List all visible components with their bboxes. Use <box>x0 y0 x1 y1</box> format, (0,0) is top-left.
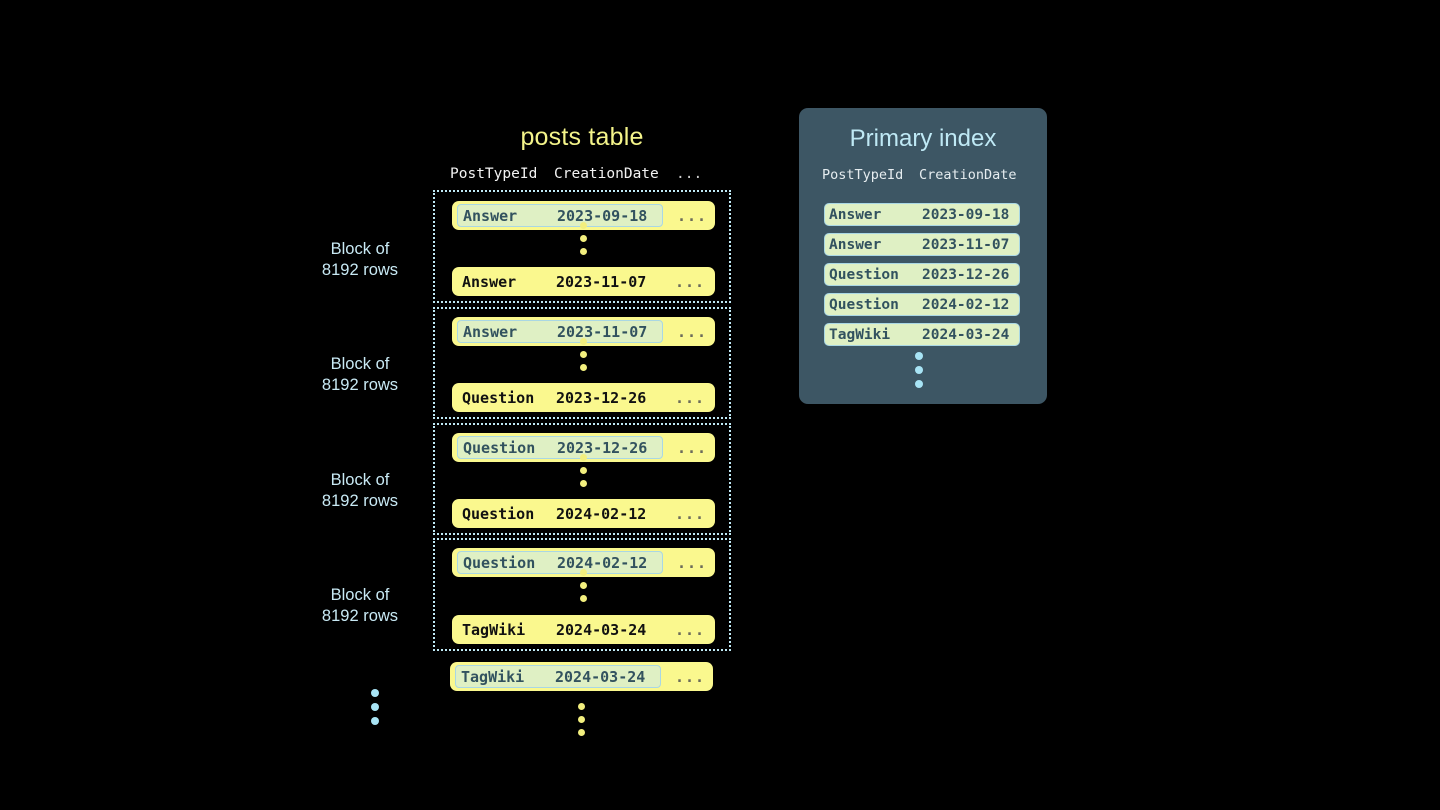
cell-creationdate: 2023-12-26 <box>557 438 648 457</box>
cell-creationdate: 2023-12-26 <box>922 266 1010 283</box>
cell-posttypeid: Answer <box>829 206 882 223</box>
cell-posttypeid: Question <box>462 504 535 523</box>
column-header-more: ... <box>676 166 703 182</box>
cell-more: ... <box>675 504 706 523</box>
block-label-1: Block of 8192 rows <box>300 239 420 281</box>
cell-creationdate: 2024-03-24 <box>555 667 646 686</box>
column-header-creationdate: CreationDate <box>554 166 659 182</box>
row-key-cells: Question 2023-12-26 <box>457 386 661 409</box>
page-title: posts table <box>520 123 644 151</box>
table-row[interactable]: Question 2023-12-26 ... <box>452 433 715 462</box>
table-block-4: Question 2024-02-12 ... TagWiki 2024-03-… <box>433 538 731 651</box>
cell-creationdate: 2024-02-12 <box>922 296 1010 313</box>
cell-posttypeid: Question <box>462 388 535 407</box>
block-label-1-line1: Block of <box>330 240 390 258</box>
row-key-cells: TagWiki 2024-03-24 <box>457 618 661 641</box>
cell-more: ... <box>675 620 706 639</box>
index-row[interactable]: Question 2023-12-26 <box>824 263 1020 286</box>
cell-posttypeid: Question <box>829 296 899 313</box>
cell-posttypeid: Question <box>829 266 899 283</box>
row-key-cells: TagWiki 2024-03-24 <box>455 665 661 688</box>
block-label-2-line1: Block of <box>330 355 390 373</box>
block-label-1-line2: 8192 rows <box>321 261 399 279</box>
row-key-cells: Answer 2023-09-18 <box>457 204 663 227</box>
cell-creationdate: 2023-11-07 <box>557 322 648 341</box>
table-block-1: Answer 2023-09-18 ... Answer 2023-11-07 … <box>433 190 731 303</box>
block-label-2-line2: 8192 rows <box>321 376 399 394</box>
row-key-cells: Answer 2023-11-07 <box>457 270 661 293</box>
cell-creationdate: 2023-12-26 <box>556 388 647 407</box>
index-column-headers: PostTypeId CreationDate <box>822 167 1022 183</box>
blocks-continuation-ellipsis-icon <box>371 689 379 725</box>
cell-creationdate: 2024-03-24 <box>556 620 647 639</box>
column-header-posttypeid: PostTypeId <box>822 167 904 183</box>
cell-creationdate: 2023-09-18 <box>557 206 648 225</box>
block-label-3: Block of 8192 rows <box>300 470 420 512</box>
cell-posttypeid: Answer <box>829 236 882 253</box>
row-key-cells: Answer 2023-11-07 <box>457 320 663 343</box>
table-row[interactable]: TagWiki 2024-03-24 ... <box>452 615 715 644</box>
cell-more: ... <box>677 438 708 457</box>
cell-more: ... <box>675 667 706 686</box>
cell-posttypeid: Answer <box>462 272 517 291</box>
table-row[interactable]: Answer 2023-11-07 ... <box>452 267 715 296</box>
cell-creationdate: 2024-02-12 <box>557 553 648 572</box>
row-ellipsis-icon <box>580 569 587 602</box>
row-ellipsis-icon <box>580 338 587 371</box>
cell-more: ... <box>675 388 706 407</box>
table-row[interactable]: Answer 2023-09-18 ... <box>452 201 715 230</box>
primary-index-panel: Primary index <box>799 108 1047 404</box>
cell-posttypeid: Answer <box>463 206 518 225</box>
row-ellipsis-icon <box>580 222 587 255</box>
block-label-4-line1: Block of <box>330 586 390 604</box>
column-header-posttypeid: PostTypeId <box>450 166 538 182</box>
cell-posttypeid: Question <box>463 553 536 572</box>
cell-more: ... <box>677 322 708 341</box>
index-row[interactable]: Answer 2023-11-07 <box>824 233 1020 256</box>
block-label-4-line2: 8192 rows <box>321 607 399 625</box>
table-block-2: Answer 2023-11-07 ... Question 2023-12-2… <box>433 307 731 419</box>
cell-posttypeid: Question <box>463 438 536 457</box>
row-key-cells: Question 2024-02-12 <box>457 551 663 574</box>
primary-index-title: Primary index <box>849 125 997 152</box>
block-label-2: Block of 8192 rows <box>300 354 420 396</box>
cell-posttypeid: TagWiki <box>461 667 525 686</box>
block-label-3-line1: Block of <box>330 471 390 489</box>
block-label-4: Block of 8192 rows <box>300 585 420 627</box>
index-row[interactable]: Question 2024-02-12 <box>824 293 1020 316</box>
cell-creationdate: 2023-11-07 <box>556 272 647 291</box>
cell-creationdate: 2023-11-07 <box>922 236 1010 253</box>
cell-creationdate: 2024-03-24 <box>922 326 1010 343</box>
table-block-3: Question 2023-12-26 ... Question 2024-02… <box>433 423 731 535</box>
index-row[interactable]: Answer 2023-09-18 <box>824 203 1020 226</box>
block-label-3-line2: 8192 rows <box>321 492 399 510</box>
cell-creationdate: 2023-09-18 <box>922 206 1010 223</box>
index-continuation-ellipsis-icon <box>915 352 923 388</box>
table-continuation-ellipsis-icon <box>578 703 585 736</box>
table-row[interactable]: TagWiki 2024-03-24 ... <box>450 662 713 691</box>
cell-posttypeid: TagWiki <box>462 620 526 639</box>
cell-creationdate: 2024-02-12 <box>556 504 647 523</box>
cell-posttypeid: Answer <box>463 322 518 341</box>
cell-more: ... <box>677 206 708 225</box>
cell-posttypeid: TagWiki <box>829 326 891 343</box>
cell-more: ... <box>675 272 706 291</box>
table-row[interactable]: Question 2024-02-12 ... <box>452 499 715 528</box>
row-key-cells: Question 2023-12-26 <box>457 436 663 459</box>
row-ellipsis-icon <box>580 454 587 487</box>
index-row[interactable]: TagWiki 2024-03-24 <box>824 323 1020 346</box>
row-key-cells: Question 2024-02-12 <box>457 502 661 525</box>
column-header-creationdate: CreationDate <box>919 167 1017 183</box>
cell-more: ... <box>677 553 708 572</box>
table-row[interactable]: Question 2023-12-26 ... <box>452 383 715 412</box>
posts-table-column-headers: PostTypeId CreationDate ... <box>450 166 713 182</box>
